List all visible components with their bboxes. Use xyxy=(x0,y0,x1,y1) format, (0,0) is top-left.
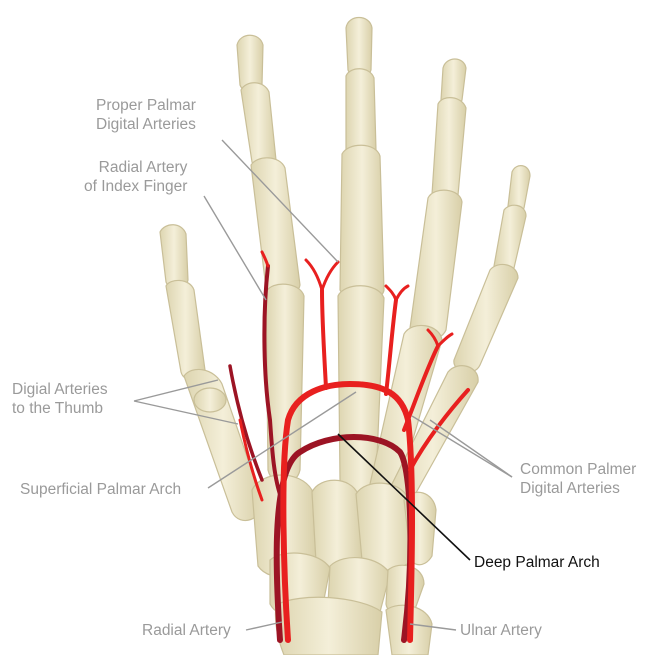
label-common-palmer-digital-arteries: Common Palmer Digital Arteries xyxy=(520,460,636,498)
leader-common-2 xyxy=(430,420,512,477)
label-line: Radial Artery xyxy=(84,158,187,177)
label-deep-palmar-arch: Deep Palmar Arch xyxy=(474,553,600,572)
label-line: Digital Arteries xyxy=(520,479,636,498)
label-digital-arteries-thumb: Digial Arteries to the Thumb xyxy=(12,380,108,418)
middle-finger-bones xyxy=(338,18,384,494)
label-ulnar-artery: Ulnar Artery xyxy=(460,621,542,640)
label-proper-palmar-digital-arteries: Proper Palmar Digital Arteries xyxy=(96,96,196,134)
common-digital-artery-1 xyxy=(322,290,326,388)
label-line: Common Palmer xyxy=(520,460,636,479)
label-line: to the Thumb xyxy=(12,399,108,418)
label-line: Digital Arteries xyxy=(96,115,196,134)
label-superficial-palmar-arch: Superficial Palmar Arch xyxy=(20,480,181,499)
label-line: Proper Palmar xyxy=(96,96,196,115)
label-line: Digial Arteries xyxy=(12,380,108,399)
label-radial-artery-index-finger: Radial Artery of Index Finger xyxy=(84,158,187,196)
proper-digital-branch-index xyxy=(306,260,338,290)
label-radial-artery: Radial Artery xyxy=(142,621,231,640)
proper-digital-branch-middle xyxy=(386,286,408,300)
label-line: of Index Finger xyxy=(84,177,187,196)
